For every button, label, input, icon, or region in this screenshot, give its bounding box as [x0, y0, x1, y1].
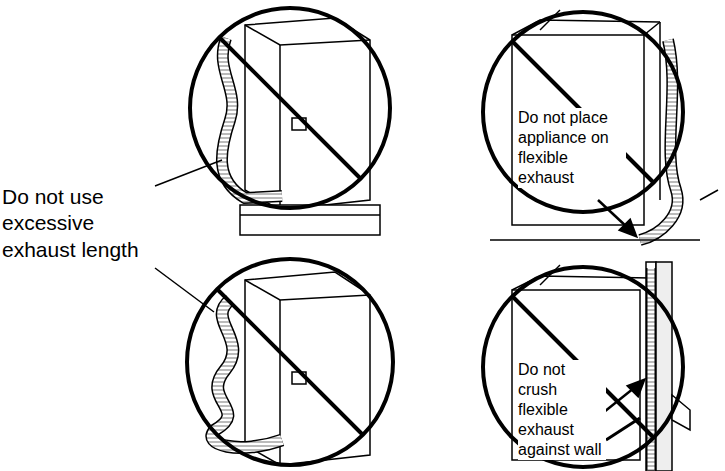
dryer-crushing-hose	[512, 262, 690, 471]
dryer-excessive-top	[222, 18, 380, 235]
warning-label: Do not place appliance on flexible exhau…	[518, 108, 626, 188]
prohibition-sign	[483, 12, 683, 212]
prohibition-sign	[187, 259, 393, 465]
leader-line	[155, 160, 222, 312]
dryer-excessive-bottom	[212, 272, 370, 465]
warning-label: Do not use excessive exhaust length	[2, 184, 152, 263]
warning-label: Do not crush flexible exhaust against wa…	[518, 360, 606, 460]
prohibition-sign	[483, 267, 683, 467]
prohibition-sign	[190, 8, 390, 208]
